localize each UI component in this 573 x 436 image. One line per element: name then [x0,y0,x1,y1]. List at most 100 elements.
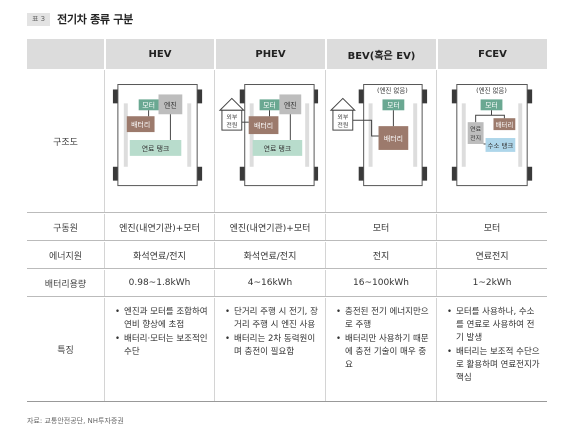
fuel-tank-block [252,139,303,156]
feature-list: 단거리 주행 시 전기, 장거리 주행 시 엔진 사용 배터리는 2차 동력원이… [225,306,319,360]
list-item: 배터리는 보조적 수단으로 활용하며 연료전지가 핵심 [447,346,541,385]
battery-capacity-label: 배터리용량 [44,279,87,290]
list-item: 모터를 사용하나, 수소를 연료로 사용하여 전기 발생 [447,306,541,345]
axle-bar [123,102,128,167]
axle-bar [187,102,192,167]
battery-block [126,115,155,132]
wheel-icon [525,88,533,103]
axle-bar [461,102,466,167]
table-title: 전기차 종류 구분 [57,13,133,26]
hev-battery-capacity: 0.98~1.8kWh [104,270,214,296]
wheel-icon [311,88,319,103]
source-note: 자료: 교통안전공단, NH투자증권 [27,417,124,425]
axle-bar [413,102,418,167]
fcev-diagram: (엔진 없음) 모터 연료 전지 배터리 수소 탱크 [451,83,533,186]
motor-block [259,98,280,110]
table-title-bar: 표 3 전기차 종류 구분 [27,11,133,27]
feature-list: 엔진과 모터를 조합하여 연비 향상에 초점 배터리·모터는 보조적인 수단 [115,306,208,360]
header-hev: HEV [104,39,214,69]
feature-row: 특징 엔진과 모터를 조합하여 연비 향상에 초점 배터리·모터는 보조적인 수… [27,298,547,402]
battery-label: 배터리 [254,121,273,130]
bev-features: 충전된 전기 에너지만으로 주행 배터리만 사용하기 때문에 충전 기술이 매우… [325,298,436,401]
hev-diagram-cell: 모터 엔진 배터리 연료 탱크 [104,70,214,212]
motor-label: 모터 [263,100,276,109]
structure-label: 구조도 [53,137,78,148]
feature-list: 모터를 사용하나, 수소를 연료로 사용하여 전기 발생 배터리는 보조적 수단… [447,306,541,386]
engine-label: 엔진 [284,100,297,109]
house-roof-icon [329,97,356,111]
drive-source-row: 구동원 엔진(내연기관)+모터 엔진(내연기관)+모터 모터 모터 [27,214,547,241]
feature-label: 특징 [57,346,74,356]
phev-drive-source: 엔진(내연기관)+모터 [214,214,325,240]
header-empty-cell [27,39,104,69]
wheel-icon [525,166,533,181]
motor-label: 모터 [485,100,498,109]
feature-list: 충전된 전기 에너지만으로 주행 배터리만 사용하기 때문에 충전 기술이 매우… [336,306,430,373]
engine-block [279,93,302,114]
external-power-label-1: 외부 [226,114,237,121]
battery-label: 배터리 [384,134,403,143]
wheel-icon [112,88,120,103]
battery-label: 배터리 [131,120,150,129]
drive-source-label: 구동원 [53,223,78,234]
axle-bar [305,102,310,167]
wheel-icon [195,166,203,181]
fuel-tank-block [129,139,182,156]
phev-features: 단거리 주행 시 전기, 장거리 주행 시 엔진 사용 배터리는 2차 동력원이… [214,298,325,401]
motor-block [382,98,405,110]
battery-label: 배터리 [495,120,513,129]
bev-diagram: 외부 전원 (엔진 없음) 모터 배터리 [329,83,428,186]
wheel-icon [451,166,459,181]
header-phev: PHEV [214,39,325,69]
no-engine-label: (엔진 없음) [377,85,408,94]
external-power-label-1: 외부 [337,114,348,121]
phev-diagram: 외부 전원 모터 엔진 배터리 연료 탱크 [218,83,319,186]
fuel-tank-label: 연료 탱크 [142,143,170,152]
energy-source-label: 에너지원 [48,251,83,262]
bev-energy-source: 전지 [325,242,436,268]
wheel-icon [420,88,428,103]
house-icon [221,109,243,131]
fuel-cell-block [467,121,484,144]
battery-block [378,125,409,150]
fcev-energy-source: 연료전지 [436,242,547,268]
wheel-icon [358,88,366,103]
external-power-label-2: 전원 [337,121,348,129]
axle-bar [518,102,523,167]
hev-drive-source: 엔진(내연기관)+모터 [104,214,214,240]
header-bev: BEV(혹은 EV) [325,39,436,69]
fuel-tank-label: 연료 탱크 [264,143,292,152]
axle-bar [249,102,254,167]
table-number-badge: 표 3 [27,12,51,26]
motor-block [138,98,159,110]
wheel-icon [451,88,459,103]
motor-block [480,98,503,110]
hev-features: 엔진과 모터를 조합하여 연비 향상에 초점 배터리·모터는 보조적인 수단 [104,298,214,401]
fcev-diagram-cell: (엔진 없음) 모터 연료 전지 배터리 수소 탱크 [436,70,547,212]
wheel-icon [311,166,319,181]
fcev-drive-source: 모터 [436,214,547,240]
fuel-cell-label-2: 전지 [470,134,481,142]
wheel-icon [239,166,247,181]
column-header-row: HEV PHEV BEV(혹은 EV) FCEV [27,39,547,69]
header-fcev: FCEV [436,39,547,69]
engine-label: 엔진 [164,100,177,109]
structure-row: 구조도 모터 엔진 배터리 연료 탱크 외부 전원 [27,70,547,213]
axle-bar [368,102,373,167]
phev-battery-capacity: 4~16kWh [214,270,325,296]
fuel-cell-label-1: 연료 [470,125,481,133]
list-item: 엔진과 모터를 조합하여 연비 향상에 초점 [115,306,208,332]
wheel-icon [239,88,247,103]
battery-block [493,117,516,130]
fcev-features: 모터를 사용하나, 수소를 연료로 사용하여 전기 발생 배터리는 보조적 수단… [436,298,547,401]
phev-energy-source: 화석연료/전지 [214,242,325,268]
battery-block [248,115,279,134]
bev-diagram-cell: 외부 전원 (엔진 없음) 모터 배터리 [325,70,436,212]
list-item: 단거리 주행 시 전기, 장거리 주행 시 엔진 사용 [225,306,319,332]
wheel-icon [112,166,120,181]
external-power-label-2: 전원 [226,121,237,129]
hydrogen-tank-label: 수소 탱크 [488,140,514,149]
hydrogen-tank-block [485,137,516,152]
bev-battery-capacity: 16~100kWh [325,270,436,296]
hev-energy-source: 화석연료/전지 [104,242,214,268]
